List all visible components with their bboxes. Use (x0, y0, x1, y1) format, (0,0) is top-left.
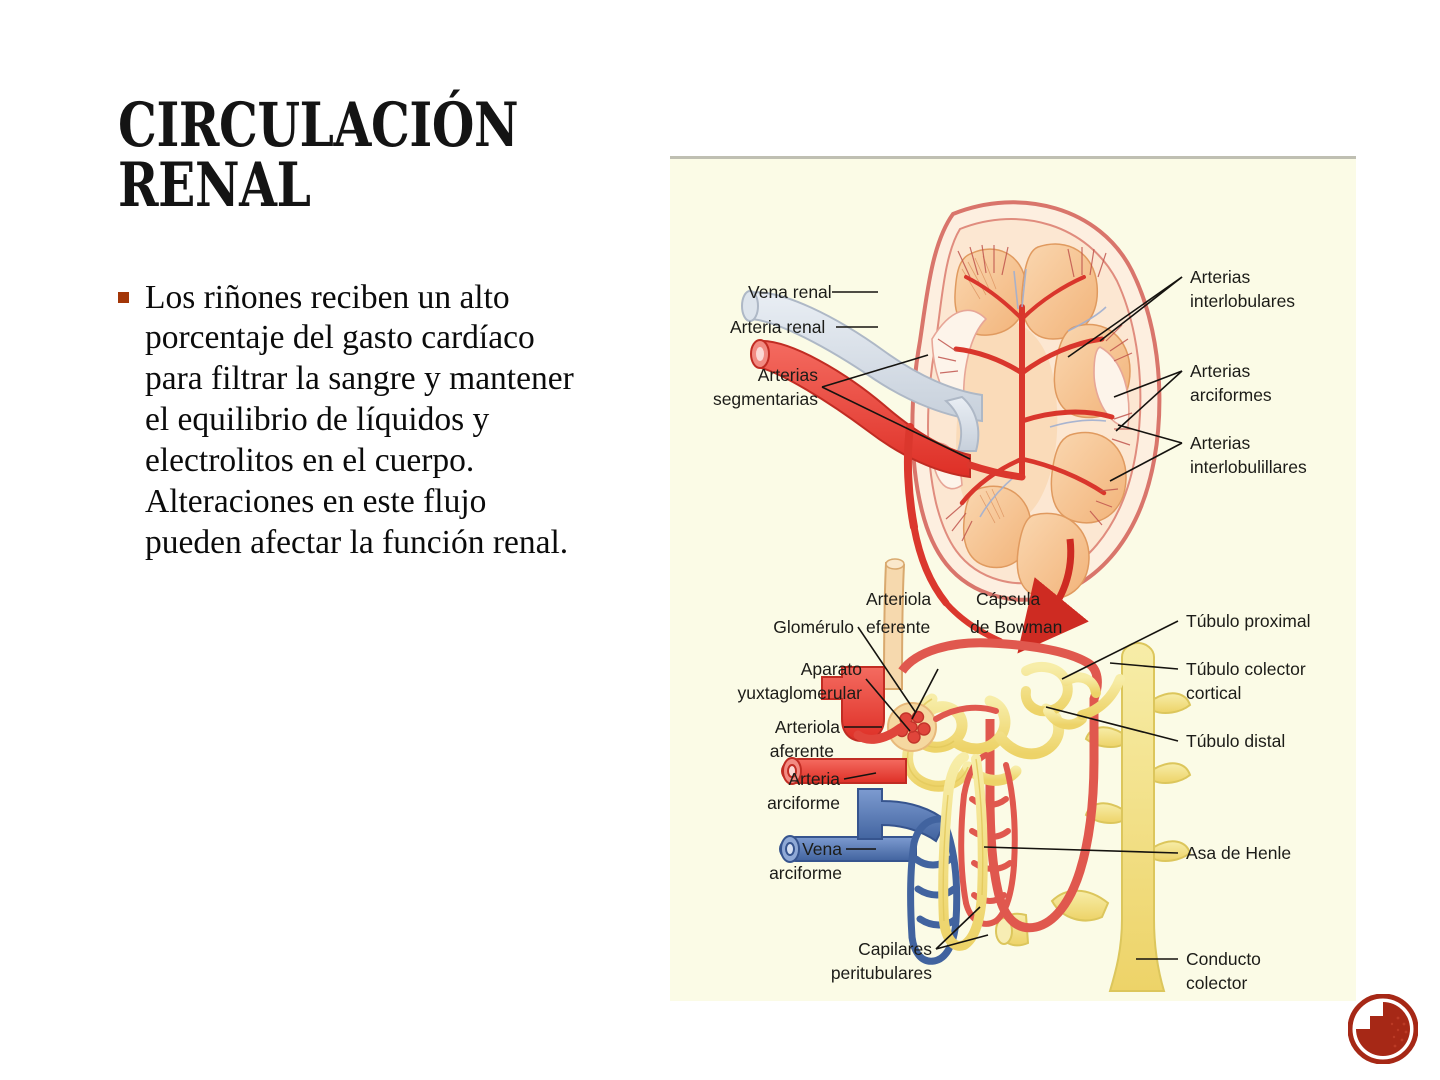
figure-labels: Vena renal Arteria renal Arterias segmen… (713, 267, 1311, 993)
page-title: CIRCULACIÓN RENAL (118, 90, 519, 221)
label-tubulo-distal: Túbulo distal (1186, 731, 1285, 751)
label-aparato-yuxtaglomerular-1: Aparato (801, 659, 862, 679)
label-tubulo-proximal: Túbulo proximal (1186, 611, 1311, 631)
label-capilares-peritubulares-1: Capilares (858, 939, 932, 959)
label-vena-arciforme-2: arciforme (769, 863, 842, 883)
slide-text-column: CIRCULACIÓN RENAL Los riñones reciben un… (118, 90, 638, 564)
nephron-detail (778, 638, 1192, 992)
label-capilares-peritubulares-2: peritubulares (831, 963, 932, 983)
corner-logo (1348, 994, 1418, 1064)
label-aparato-yuxtaglomerular-2: yuxtaglomerular (738, 683, 863, 703)
bullet-item-label: Los riñones reciben un alto porcentaje d… (145, 278, 574, 561)
label-vena-arciforme-1: Vena (802, 839, 842, 859)
label-arterias-segmentarias-1: Arterias (758, 365, 819, 385)
label-arteriola-eferente-1: Arteriola (866, 589, 931, 609)
label-capsula-bowman-2: de Bowman (970, 617, 1062, 637)
label-tubulo-colector-cortical-1: Túbulo colector (1186, 659, 1306, 679)
label-arteriola-eferente-2: eferente (866, 617, 930, 637)
bullet-list: Los riñones reciben un alto porcentaje d… (118, 278, 638, 564)
label-asa-de-henle: Asa de Henle (1186, 843, 1291, 863)
leader-lines (821, 276, 1183, 960)
label-glomerulo: Glomérulo (773, 617, 854, 637)
label-arterias-interlobulares-2: interlobulares (1190, 291, 1295, 311)
kidney-cross-section (741, 200, 1162, 690)
flow-arrow-icon (1017, 538, 1089, 654)
label-arteriola-aferente-1: Arteriola (775, 717, 840, 737)
label-arterias-arciformes-2: arciformes (1190, 385, 1272, 405)
label-conducto-colector-2: colector (1186, 973, 1247, 993)
renal-vein-shape (741, 290, 983, 452)
label-arteria-arciforme-2: arciforme (767, 793, 840, 813)
label-arterias-interlobulares-1: Arterias (1190, 267, 1251, 287)
label-arterias-interlobulillares-2: interlobulillares (1190, 457, 1307, 477)
label-arteria-arciforme-1: Arteria (788, 769, 840, 789)
label-arteria-renal: Arteria renal (730, 317, 825, 337)
renal-circulation-figure: Vena renal Arteria renal Arterias segmen… (670, 156, 1356, 1001)
label-capsula-bowman-1: Cápsula (976, 589, 1040, 609)
label-arteriola-aferente-2: aferente (770, 741, 834, 761)
list-item: Los riñones reciben un alto porcentaje d… (118, 278, 638, 564)
label-conducto-colector-1: Conducto (1186, 949, 1261, 969)
bullet-square-icon (118, 291, 129, 303)
label-arterias-arciformes-1: Arterias (1190, 361, 1251, 381)
label-tubulo-colector-cortical-2: cortical (1186, 683, 1241, 703)
label-arterias-interlobulillares-1: Arterias (1190, 433, 1251, 453)
label-vena-renal: Vena renal (748, 282, 832, 302)
label-arterias-segmentarias-2: segmentarias (713, 389, 818, 409)
circle-mark-icon (1348, 994, 1418, 1064)
